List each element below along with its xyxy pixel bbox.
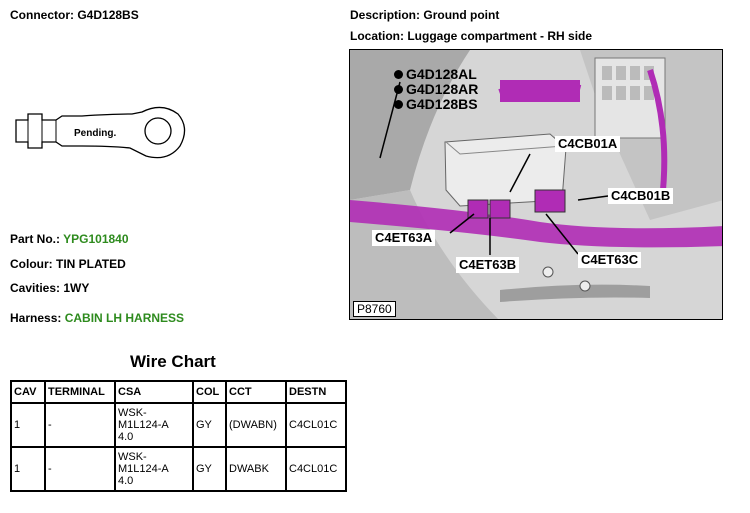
column-header-destn: DESTN: [285, 380, 347, 404]
table-header-row: CAV TERMINAL CSA COL CCT DESTN: [10, 380, 347, 404]
callout-c4et63b: C4ET63B: [456, 257, 520, 273]
connector-value: G4D128BS: [77, 8, 139, 22]
table-row: 1 - WSK- M1L124-A 4.0 GY (DWABN) C4CL01C: [10, 402, 347, 448]
location-photo: G4D128AL G4D128AR G4D128BS C4CB01A C4CB0…: [349, 49, 723, 320]
cell-terminal: -: [44, 446, 116, 492]
colour: Colour: TIN PLATED: [10, 257, 126, 271]
cavities-label: Cavities:: [10, 281, 61, 295]
callout-ground-2: G4D128AR: [394, 82, 478, 97]
cell-cct: DWABK: [225, 446, 287, 492]
description-value: Ground point: [423, 8, 500, 22]
part-label: Part No.:: [10, 232, 61, 246]
column-header-cct: CCT: [225, 380, 287, 404]
callout-ground-1: G4D128AL: [394, 67, 477, 82]
cell-terminal: -: [44, 402, 116, 448]
bullet-icon: [394, 100, 403, 109]
callout-c4cb01a: C4CB01A: [555, 136, 621, 152]
connector-label: Connector:: [10, 8, 74, 22]
cavities-value: 1WY: [63, 281, 90, 295]
callout-c4et63c: C4ET63C: [578, 252, 642, 268]
bullet-icon: [394, 85, 403, 94]
part-value[interactable]: YPG101840: [63, 232, 129, 246]
column-header-csa: CSA: [114, 380, 194, 404]
cavities: Cavities: 1WY: [10, 281, 89, 295]
wire-chart-table: CAV TERMINAL CSA COL CCT DESTN 1 - WSK- …: [10, 380, 347, 492]
cell-cav: 1: [10, 446, 46, 492]
callout-c4et63a: C4ET63A: [372, 230, 436, 246]
terminal-drawing: Pending.: [12, 100, 192, 170]
wire-chart-title: Wire Chart: [130, 352, 216, 371]
cell-cct: (DWABN): [225, 402, 287, 448]
callout-c4cb01b: C4CB01B: [608, 188, 674, 204]
table-row: 1 - WSK- M1L124-A 4.0 GY DWABK C4CL01C: [10, 446, 347, 492]
part-number: Part No.: YPG101840: [10, 232, 129, 246]
cell-cav: 1: [10, 402, 46, 448]
cell-col: GY: [192, 446, 227, 492]
cell-destn: C4CL01C: [285, 402, 347, 448]
harness-label: Harness:: [10, 311, 62, 325]
terminal-status-text: Pending.: [74, 128, 116, 139]
column-header-cav: CAV: [10, 380, 46, 404]
harness: Harness: CABIN LH HARNESS: [10, 311, 184, 325]
cell-csa: WSK- M1L124-A 4.0: [114, 446, 194, 492]
connector-title: Connector: G4D128BS: [10, 8, 139, 22]
description-label: Description:: [350, 8, 421, 22]
harness-value[interactable]: CABIN LH HARNESS: [64, 311, 185, 325]
cell-col: GY: [192, 402, 227, 448]
bullet-icon: [394, 70, 403, 79]
location-label: Location:: [350, 29, 404, 43]
description: Description: Ground point: [350, 8, 499, 22]
cell-csa: WSK- M1L124-A 4.0: [114, 402, 194, 448]
location-value: Luggage compartment - RH side: [407, 29, 593, 43]
location: Location: Luggage compartment - RH side: [350, 29, 592, 43]
colour-label: Colour:: [10, 257, 53, 271]
callout-ground-3: G4D128BS: [394, 97, 478, 112]
column-header-col: COL: [192, 380, 227, 404]
column-header-terminal: TERMINAL: [44, 380, 116, 404]
colour-value: TIN PLATED: [56, 257, 126, 271]
cell-destn: C4CL01C: [285, 446, 347, 492]
photo-reference: P8760: [353, 301, 396, 317]
